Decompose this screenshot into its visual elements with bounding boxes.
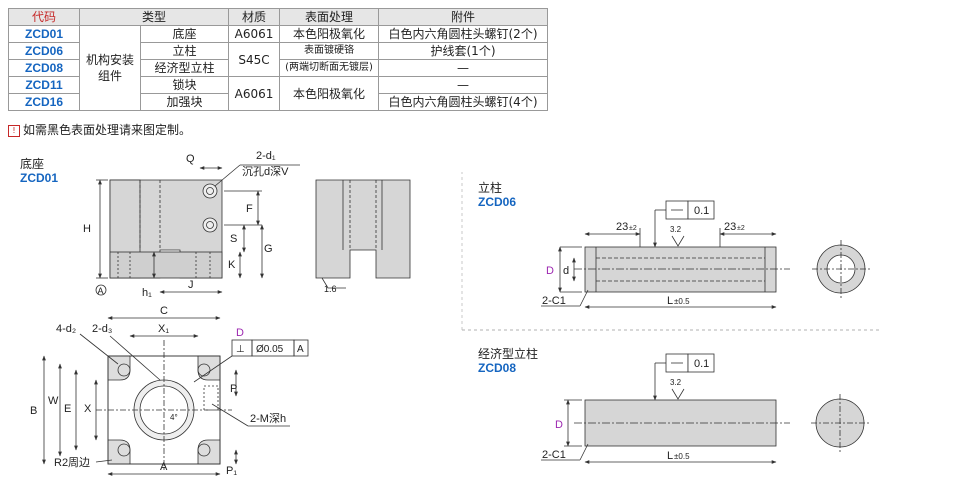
dim-d1: 2-d₁	[256, 150, 276, 162]
surface-note: !如需黑色表面处理请来图定制。	[8, 121, 191, 138]
dim-d2: 4-d₂	[56, 323, 76, 335]
row-accessory: —	[378, 59, 548, 77]
spec-table: 代码 类型 材质 表面处理 附件 ZCD01 机构安装组件 底座 A6061 本…	[8, 8, 548, 111]
econ-post-drawing: 经济型立柱 ZCD08 0.1 3.2 D 2-C1 L ±0.5	[478, 346, 869, 464]
type-group-cell: 机构安装组件	[79, 25, 141, 111]
dim-m: 2-M深h	[250, 412, 286, 425]
datum-a-marker: A	[98, 286, 104, 296]
dim-f: F	[246, 203, 253, 215]
dim-angle: 4°	[170, 413, 178, 422]
base-side-view: 底座 ZCD01 H Q 2-d₁ 沉孔d深V F S G K	[20, 150, 300, 299]
dim-g: G	[264, 243, 273, 255]
dim-a: A	[160, 461, 168, 473]
post-tol-left: ±2	[629, 225, 637, 232]
dim-q: Q	[186, 153, 195, 165]
header-material: 材质	[228, 8, 280, 26]
post-straightness: 0.1	[694, 205, 709, 217]
dim-h: H	[83, 223, 91, 235]
econ-length: L	[667, 450, 673, 462]
base-top-view: C X₁ 4-d₂ 2-d₃ D ⊥ Ø0.05 A B W E X P 2-M…	[30, 305, 309, 477]
row-code: ZCD16	[8, 93, 80, 111]
post-roughness: 3.2	[670, 225, 682, 234]
dim-d-mark: D	[236, 327, 244, 339]
roughness-1-6: 1.6	[324, 284, 337, 294]
dim-r2: R2周边	[54, 456, 90, 469]
post-dim-right: 23	[724, 221, 736, 233]
flatness-value: Ø0.05	[256, 344, 284, 355]
post-d-small: d	[563, 265, 569, 277]
econ-post-name: 经济型立柱	[478, 346, 538, 361]
table-row: ZCD08 经济型立柱 (两端切断面无镀层) —	[8, 59, 548, 77]
base-front-view: 1.6	[315, 179, 411, 294]
table-row: ZCD06 立柱 S45C 表面镀硬铬 护线套(1个)	[8, 42, 548, 77]
post-tol-right: ±2	[737, 225, 745, 232]
base-name: 底座	[20, 156, 44, 171]
row-accessory: 白色内六角圆柱头螺钉(2个)	[378, 25, 548, 43]
post-code: ZCD06	[478, 195, 516, 209]
econ-post-code: ZCD08	[478, 361, 516, 375]
post-dim-left: 23	[616, 221, 628, 233]
table-row: ZCD16 加强块 白色内六角圆柱头螺钉(4个)	[8, 93, 548, 111]
dim-c: C	[160, 305, 168, 317]
dim-b: B	[30, 405, 37, 417]
row-accessory: 白色内六角圆柱头螺钉(4个)	[378, 93, 548, 111]
header-code: 代码	[8, 8, 80, 26]
dim-h1: h₁	[142, 287, 152, 299]
note-text: 如需黑色表面处理请来图定制。	[23, 123, 192, 137]
svg-text:⊥: ⊥	[236, 344, 245, 355]
info-mark-icon: !	[8, 124, 20, 137]
dim-counterbore: 沉孔d深V	[242, 165, 289, 178]
dim-s: S	[230, 233, 237, 245]
dim-d3: 2-d₃	[92, 323, 112, 335]
table-row: ZCD01 机构安装组件 底座 A6061 本色阳极氧化 白色内六角圆柱头螺钉(…	[8, 25, 548, 111]
header-type: 类型	[79, 8, 229, 26]
post-drawing: 立柱 ZCD06 0.1 3.2 23 ±2 23 ±2 D d 2-C1 L …	[478, 180, 870, 309]
base-code: ZCD01	[20, 171, 58, 185]
econ-d-big: D	[555, 419, 563, 431]
post-name: 立柱	[478, 180, 502, 195]
row-type: 加强块	[140, 93, 229, 111]
econ-straightness: 0.1	[694, 358, 709, 370]
header-accessory: 附件	[378, 8, 548, 26]
dim-x: X	[84, 403, 92, 415]
post-d-big: D	[546, 265, 554, 277]
dim-p: P	[230, 383, 237, 395]
dim-p1: P₁	[226, 465, 237, 477]
post-chamfer: 2-C1	[542, 295, 566, 307]
econ-roughness: 3.2	[670, 378, 682, 387]
row-type: 经济型立柱	[140, 59, 229, 77]
dim-w: W	[48, 395, 59, 407]
dim-x1: X₁	[158, 323, 169, 335]
dim-j: J	[188, 279, 194, 291]
dim-k: K	[228, 259, 236, 271]
econ-length-tol: ±0.5	[674, 452, 690, 461]
table-header-row: 代码 类型 材质 表面处理 附件	[8, 8, 548, 26]
dim-e: E	[64, 403, 71, 415]
post-length-tol: ±0.5	[674, 297, 690, 306]
flatness-datum: A	[297, 344, 304, 355]
post-length: L	[667, 295, 673, 307]
row-material: A6061	[228, 76, 280, 111]
econ-chamfer: 2-C1	[542, 449, 566, 461]
